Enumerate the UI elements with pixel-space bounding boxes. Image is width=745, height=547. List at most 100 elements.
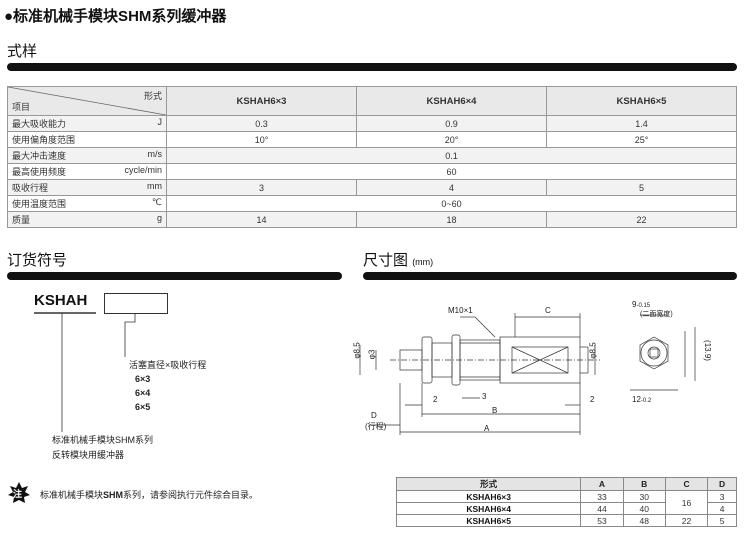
cell: 3 (166, 179, 357, 196)
row-label: 使用温度范围 (12, 199, 67, 209)
h139-label: (13.9) (702, 340, 712, 361)
dim-2b-label: 2 (590, 395, 595, 404)
table-row: 吸收行程 mm 3 4 5 (7, 179, 737, 196)
w9: 9 (632, 300, 637, 309)
cell: 16 (664, 490, 709, 515)
cell: 0.3 (166, 115, 357, 132)
order-leader-lines (34, 312, 136, 432)
dim-header: D (707, 477, 737, 491)
series-label: 标准机械手模块SHM系列 (52, 435, 154, 445)
cell: 33 (580, 490, 624, 503)
cell: 22 (664, 514, 709, 527)
row-label: 使用偏角度范围 (12, 135, 76, 145)
m10-label: M10×1 (448, 306, 473, 315)
spec-table-corner: 形式 项目 (7, 86, 167, 116)
model-header: KSHAH6×4 (356, 86, 547, 116)
stroke-label: (行程) (365, 422, 387, 431)
option-item: 6×5 (135, 402, 151, 412)
dimension-unit: (mm) (412, 257, 434, 267)
corner-top: 形式 (143, 91, 162, 101)
row-label: 最大吸收能力 (12, 119, 67, 129)
phi85-label: φ8.5 (352, 342, 362, 359)
section-divider (363, 272, 737, 280)
note-badge-icon (8, 482, 30, 503)
row-unit: m/s (147, 149, 163, 159)
dimension-title: 尺寸图 (363, 252, 409, 269)
dim-c-label: C (545, 306, 551, 315)
cell: 20° (356, 131, 547, 148)
section-divider (7, 272, 342, 280)
cell: 3 (707, 490, 737, 503)
cell: 5 (707, 514, 737, 527)
phi3-label: φ3 (367, 349, 377, 360)
note-pre: 标准机械手模块 (40, 490, 104, 500)
note-post: 系列，请参阅执行元件综合目录。 (123, 490, 259, 500)
order-option-box (104, 293, 168, 314)
cell: 4 (707, 502, 737, 515)
cell: 0.9 (356, 115, 547, 132)
option-item: 6×3 (135, 374, 151, 384)
note-bold: SHM (103, 490, 124, 500)
cell: 44 (580, 502, 624, 515)
table-row: KSHAH6×5 53 48 22 5 (395, 514, 737, 527)
section-divider (7, 63, 737, 71)
cell: 25° (546, 131, 737, 148)
cell: 53 (580, 514, 624, 527)
model-header: KSHAH6×5 (546, 86, 737, 116)
dim-model: KSHAH6×3 (395, 490, 582, 503)
row-label: 最大冲击速度 (12, 151, 67, 161)
cell: 1.4 (546, 115, 737, 132)
cell: 48 (622, 514, 666, 527)
row-unit: J (157, 117, 163, 127)
order-code: KSHAH (34, 292, 88, 309)
cell: 14 (166, 211, 357, 228)
note-badge: 注 (13, 489, 23, 499)
dim-header: A (580, 477, 624, 491)
diagonal-line (8, 87, 166, 115)
dim-model: KSHAH6×4 (395, 502, 582, 515)
flat-width-label: (二面宽度) (640, 311, 673, 318)
order-section-title: 订货符号 (7, 252, 68, 269)
w12: 12 (632, 395, 641, 404)
series-label: 反转模块用缓冲器 (52, 450, 125, 460)
cell: 30 (622, 490, 666, 503)
dim-b-label: B (492, 406, 498, 415)
table-row: 最大吸收能力 J 0.3 0.9 1.4 (7, 115, 737, 132)
w12-tol: -0.2 (640, 398, 652, 404)
row-unit: ℃ (151, 197, 162, 207)
dim-2-label: 2 (433, 395, 438, 404)
phi85-right-label: φ8.5 (588, 342, 598, 359)
dim-model: KSHAH6×5 (395, 514, 582, 527)
table-row: 使用温度范围℃ 0~60 (7, 195, 737, 212)
dim-header: 形式 (395, 477, 582, 491)
row-label: 吸收行程 (12, 183, 49, 193)
dimension-drawing (359, 313, 696, 435)
bore-stroke-label: 活塞直径×吸收行程 (129, 360, 207, 370)
dim-d-label: D (371, 411, 377, 420)
dim-a-label: A (484, 424, 490, 433)
dimension-table: 形式 A B C D KSHAH6×3 33 30 16 3 KSHAH6×4 … (395, 477, 737, 527)
row-unit: cycle/min (124, 165, 162, 175)
row-label: 质量 (12, 215, 31, 225)
dim-header: B (622, 477, 666, 491)
cell: 5 (546, 179, 737, 196)
option-item: 6×4 (135, 388, 151, 398)
dim-12-label: 12-0.2 (632, 395, 651, 404)
page-title: ●标准机械手模块SHM系列缓冲器 (4, 8, 227, 25)
dim-header: C (664, 477, 709, 491)
row-label: 最高使用频度 (12, 167, 67, 177)
dimension-section-title: 尺寸图 (mm) (363, 249, 433, 270)
note-text: 标准机械手模块SHM系列，请参阅执行元件综合目录。 (40, 488, 258, 502)
w9-tol: -0.15 (636, 303, 651, 309)
row-unit: mm (147, 181, 162, 191)
cell: 40 (622, 502, 666, 515)
cell: 22 (546, 211, 737, 228)
table-row: KSHAH6×3 33 30 16 3 (395, 490, 737, 515)
dim-3-label: 3 (482, 392, 487, 401)
dim-9-label: 9-0.15 (632, 300, 650, 309)
row-unit: g (156, 213, 162, 223)
spec-section-title: 式样 (7, 43, 38, 60)
cell: 4 (356, 179, 547, 196)
